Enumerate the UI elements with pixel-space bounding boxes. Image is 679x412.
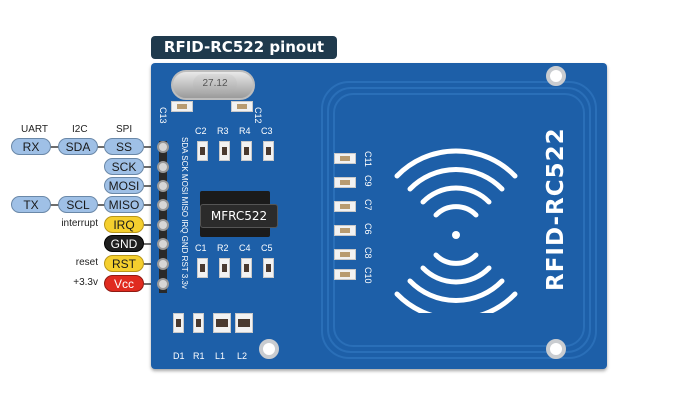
part-l1 <box>213 313 231 333</box>
silk-l1: L1 <box>215 351 226 361</box>
part-c2 <box>197 141 208 161</box>
part-d1 <box>173 313 184 333</box>
uart-header: UART <box>21 124 49 135</box>
pin-spi-sck: SCK <box>104 158 144 175</box>
part-c1 <box>197 258 208 278</box>
mount-hole-bottom-right <box>546 339 566 359</box>
part-c11 <box>334 153 356 164</box>
part-c3 <box>263 141 274 161</box>
part-c7 <box>334 201 356 212</box>
silk-c5: C5 <box>261 243 273 253</box>
part-l2 <box>235 313 253 333</box>
part-c6 <box>334 225 356 236</box>
spi-header: SPI <box>116 124 133 135</box>
interrupt-label: interrupt <box>61 218 98 229</box>
chip-label: MFRC522 <box>200 204 278 228</box>
antenna-trace-inner <box>327 87 591 353</box>
pin-header <box>157 141 169 293</box>
rfid-board: 27.12 C13 C12 C2 R3 R4 C3 SDA SCK MOSI M… <box>151 63 607 369</box>
pin-i2c-sda: SDA <box>58 138 98 155</box>
silk-r1: R1 <box>193 351 205 361</box>
wire-scl-miso <box>96 204 106 206</box>
reset-label: reset <box>75 257 98 268</box>
pin-gnd: GND <box>104 235 144 252</box>
silk-d1: D1 <box>173 351 185 361</box>
pin-rst: RST <box>104 255 144 272</box>
rf-waves-icon <box>394 148 518 313</box>
wire-rx-sda <box>50 146 64 148</box>
pin-spi-ss: SS <box>104 138 144 155</box>
part-c5 <box>263 258 274 278</box>
pin-vcc: Vcc <box>104 275 144 292</box>
silk-c1: C1 <box>195 243 207 253</box>
pin-spi-miso: MISO <box>104 196 144 213</box>
silk-c3: C3 <box>261 126 273 136</box>
antenna-trace-inner-2 <box>333 93 585 347</box>
crystal-label: 27.12 <box>193 74 237 94</box>
antenna-trace <box>321 81 597 359</box>
part-c8 <box>334 249 356 260</box>
part-r4 <box>241 141 252 161</box>
mount-hole-top-right <box>546 66 566 86</box>
pin-uart-rx: RX <box>11 138 51 155</box>
voltage-label: +3.3v <box>73 277 98 288</box>
silk-r3: R3 <box>217 126 229 136</box>
silk-r2: R2 <box>217 243 229 253</box>
pin-irq: IRQ <box>104 216 144 233</box>
crystal-oscillator: 27.12 <box>171 70 255 100</box>
silk-r4: R4 <box>239 126 251 136</box>
cap-c12 <box>231 101 253 112</box>
cap-c13 <box>171 101 193 112</box>
i2c-header: I2C <box>72 124 88 135</box>
silk-c12: C12 <box>253 107 263 124</box>
pin-i2c-scl: SCL <box>58 196 98 213</box>
part-c4 <box>241 258 252 278</box>
pin-uart-tx: TX <box>11 196 51 213</box>
pin-spi-mosi: MOSI <box>104 177 144 194</box>
board-name: RFID-RC522 <box>543 127 569 291</box>
part-c9 <box>334 177 356 188</box>
silk-c4: C4 <box>239 243 251 253</box>
silk-c13: C13 <box>158 107 168 124</box>
silk-l2: L2 <box>237 351 248 361</box>
silk-pin-names: SDA SCK MOSI MISO IRQ GND RST 3.3v <box>180 137 189 289</box>
part-c10 <box>334 269 356 280</box>
part-r1 <box>193 313 204 333</box>
mount-hole-bottom-left <box>259 339 279 359</box>
wire-tx-scl <box>50 204 64 206</box>
silk-c2: C2 <box>195 126 207 136</box>
diagram-title: RFID-RC522 pinout <box>151 36 337 59</box>
wire-sda-ss <box>96 146 106 148</box>
part-r2 <box>219 258 230 278</box>
part-r3 <box>219 141 230 161</box>
